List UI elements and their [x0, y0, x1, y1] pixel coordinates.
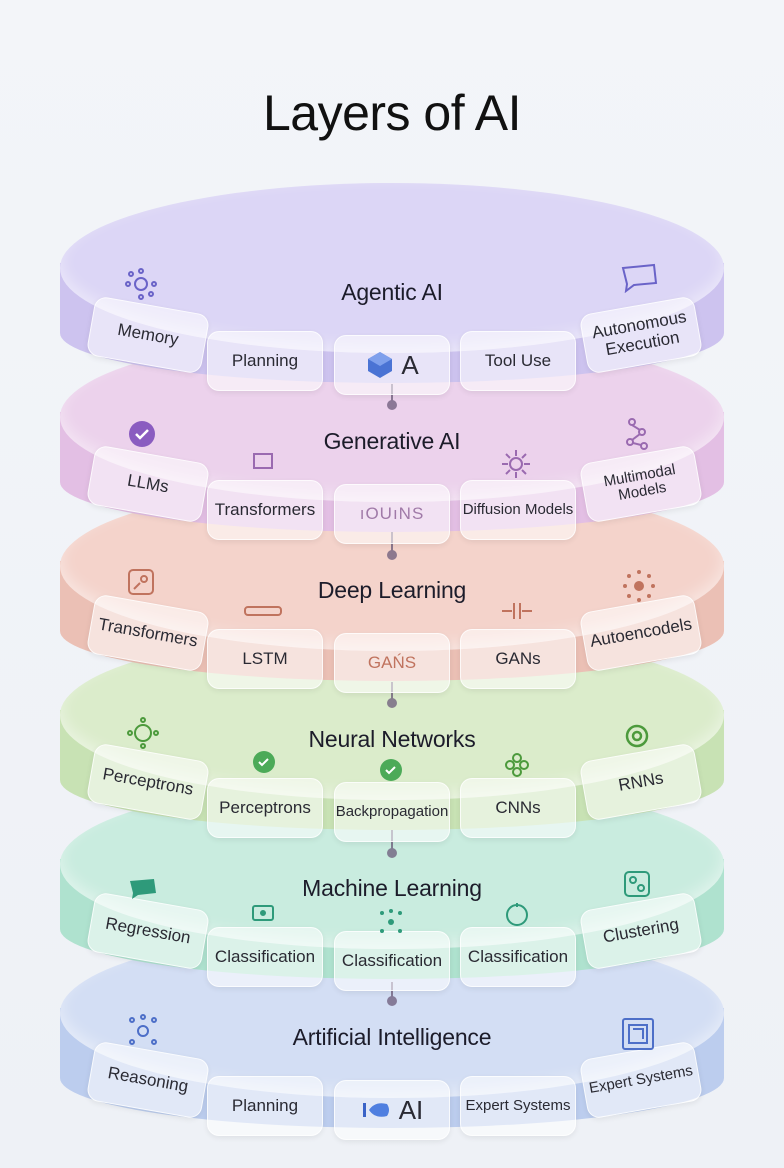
network-nodes-icon — [378, 909, 404, 935]
layer-machine-learning: Machine Learning Regression Classificati… — [60, 779, 724, 991]
network-nodes-icon — [124, 267, 158, 301]
card-diffusion-models: Diffusion Models — [460, 480, 576, 540]
card-label: Expert Systems — [465, 1096, 571, 1114]
connector-dot — [387, 698, 397, 708]
cycle-icon — [623, 722, 651, 750]
connector-dot — [387, 400, 397, 410]
card-planning: Planning — [207, 1076, 323, 1136]
signal-icon — [500, 599, 534, 621]
bar-icon — [244, 605, 282, 617]
layer-heading: Agentic AI — [341, 279, 443, 305]
card-tool-use: Tool Use — [460, 331, 576, 391]
layer-heading: Generative AI — [323, 428, 461, 454]
connector-line — [387, 830, 397, 858]
cluster-icon — [622, 869, 652, 899]
connector-line — [387, 982, 397, 1006]
chat-bubble-icon — [620, 263, 658, 293]
card-label: Backpropagation — [335, 802, 449, 820]
target-circle-icon — [504, 901, 530, 927]
card-transformers: Transformers — [207, 480, 323, 540]
card-classification-3: Classification — [460, 927, 576, 987]
layer-heading: Neural Networks — [308, 726, 476, 752]
connector-line — [387, 682, 397, 708]
layer-agentic-ai: Agentic AI Memory Planning A Tool Use Au… — [60, 183, 724, 395]
connector-line — [387, 384, 397, 410]
card-perceptrons-2: Perceptrons — [207, 778, 323, 838]
card-lstm: LSTM — [207, 629, 323, 689]
card-ai: AI — [334, 1080, 450, 1140]
card-logo-text: ıOUıNS — [334, 484, 450, 544]
card-ai-label: AI — [398, 1094, 424, 1125]
card-label: Expert Systems — [587, 1061, 695, 1097]
layer-heading: Machine Learning — [302, 875, 482, 901]
card-label: Diffusion Models — [462, 500, 574, 518]
diffusion-icon — [500, 448, 532, 480]
starburst-icon — [622, 569, 656, 603]
card-gans-logo: GAŃS — [334, 633, 450, 693]
gear-nodes-icon — [126, 716, 160, 750]
square-chart-icon — [126, 567, 156, 597]
card-expert-systems: Expert Systems — [460, 1076, 576, 1136]
card-classification-2: Classification — [334, 931, 450, 991]
hexagon-logo-icon — [365, 350, 395, 380]
card-gans: GANs — [460, 629, 576, 689]
frame-icon — [252, 905, 274, 921]
expert-system-icon — [620, 1016, 656, 1052]
network-nodes-icon — [126, 1014, 160, 1048]
square-icon — [252, 452, 274, 470]
card-cnns: CNNs — [460, 778, 576, 838]
ai-logo-icon — [361, 1099, 395, 1121]
card-agentic-logo: A — [334, 335, 450, 395]
diagram-title: Layers of AI — [262, 85, 522, 141]
card-classification: Classification — [207, 927, 323, 987]
card-label: Multimodal Models — [602, 460, 677, 504]
connector-line — [387, 532, 397, 560]
connector-dot — [387, 848, 397, 858]
connector-dot — [387, 996, 397, 1006]
card-backpropagation: Backpropagation — [334, 782, 450, 842]
card-planning: Planning — [207, 331, 323, 391]
check-circle-icon — [252, 750, 276, 774]
connector-dot — [387, 550, 397, 560]
speech-bubble-icon — [128, 877, 158, 899]
clover-nodes-icon — [504, 752, 530, 778]
check-badge-icon — [128, 420, 156, 448]
layer-heading: Artificial Intelligence — [292, 1024, 492, 1050]
check-circle-icon — [379, 758, 403, 782]
card-agentic-logo-label: A — [401, 349, 419, 380]
graph-nodes-icon — [622, 416, 652, 452]
layer-heading: Deep Learning — [317, 577, 467, 603]
